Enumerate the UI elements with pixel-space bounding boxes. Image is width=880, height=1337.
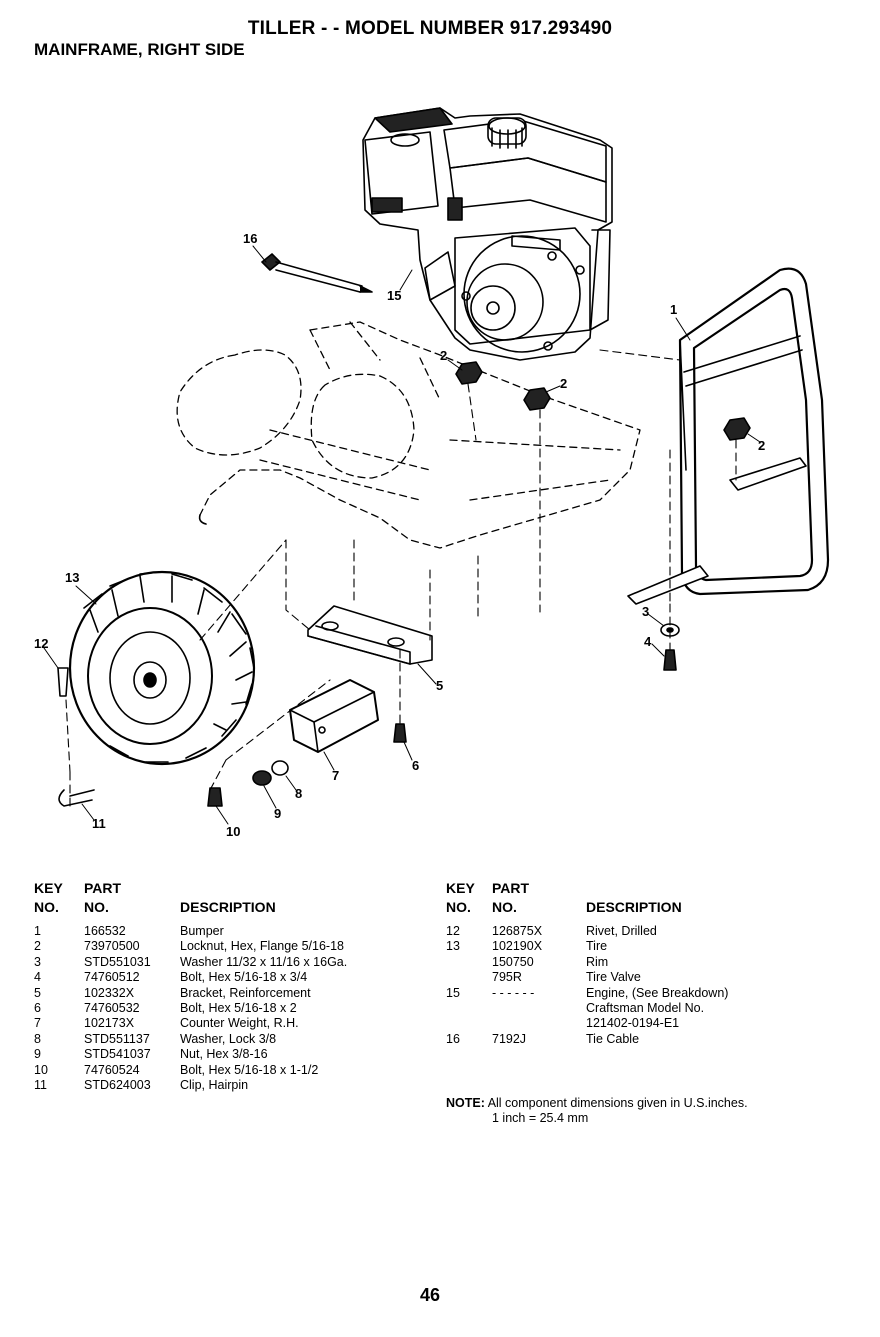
callout-9: 9 xyxy=(274,806,281,821)
page-title: TILLER - - MODEL NUMBER 917.293490 xyxy=(247,18,613,39)
engine-drawing xyxy=(362,107,613,361)
callout-12: 12 xyxy=(34,636,48,651)
table-header-row-2: NO. NO. DESCRIPTION xyxy=(446,899,846,919)
table-header-row-1: KEY PART xyxy=(34,880,434,899)
callout-1: 1 xyxy=(670,302,677,317)
callout-5: 5 xyxy=(436,678,443,693)
leader-lines xyxy=(43,245,761,825)
callout-4: 4 xyxy=(644,634,652,649)
header-part-no: NO. xyxy=(84,899,109,915)
callout-2b: 2 xyxy=(560,376,567,391)
bracket-drawing xyxy=(307,605,433,665)
dimension-note: NOTE: All component dimensions given in … xyxy=(446,1096,748,1127)
header-description: DESCRIPTION xyxy=(586,899,682,915)
header-description: DESCRIPTION xyxy=(180,899,276,915)
note-text: All component dimensions given in U.S.in… xyxy=(487,1096,748,1110)
header-key: KEY xyxy=(34,880,63,896)
note-conversion: 1 inch = 25.4 mm xyxy=(492,1111,589,1126)
callout-6: 6 xyxy=(412,758,419,773)
callout-2a: 2 xyxy=(440,348,447,363)
callout-7: 7 xyxy=(332,768,339,783)
wheel-drawing xyxy=(68,570,256,766)
header-key-no: NO. xyxy=(446,899,471,915)
rivet-drawing xyxy=(57,667,69,697)
header-part-no: NO. xyxy=(492,899,517,915)
table-row: 15- - - - - -Engine, (See Breakdown) xyxy=(446,985,729,1000)
header-part: PART xyxy=(492,880,530,896)
callout-15: 15 xyxy=(387,288,401,303)
header-key-no: NO. xyxy=(34,899,59,915)
fasteners-drawing xyxy=(207,361,751,807)
table-header-row-1: KEY PART xyxy=(446,880,846,899)
callout-11: 11 xyxy=(92,816,106,831)
callout-13: 13 xyxy=(65,570,79,585)
table-header-row-2: NO. NO. DESCRIPTION xyxy=(34,899,434,919)
mainframe-phantom xyxy=(176,321,641,549)
callout-8: 8 xyxy=(295,786,302,801)
callout-16: 16 xyxy=(243,231,257,246)
hairpin-clip-drawing xyxy=(58,789,95,807)
note-label: NOTE: xyxy=(446,1096,485,1110)
table-row: 121402-0194-E1 xyxy=(586,1016,680,1031)
bumper-drawing xyxy=(627,267,830,605)
callout-2c: 2 xyxy=(758,438,765,453)
callout-3: 3 xyxy=(642,604,649,619)
header-key: KEY xyxy=(446,880,475,896)
header-part: PART xyxy=(84,880,122,896)
page-number: 46 xyxy=(419,1285,441,1305)
counter-weight-drawing xyxy=(289,679,379,753)
assembly-lines xyxy=(65,349,737,807)
table-row: Craftsman Model No. xyxy=(586,1000,705,1015)
callout-10: 10 xyxy=(226,824,240,839)
tie-cable-drawing xyxy=(261,253,373,293)
exploded-parts-diagram: 16 15 1 2 2 2 13 12 3 4 5 6 7 8 9 10 11 xyxy=(34,107,830,839)
section-title: MAINFRAME, RIGHT SIDE xyxy=(34,40,245,59)
